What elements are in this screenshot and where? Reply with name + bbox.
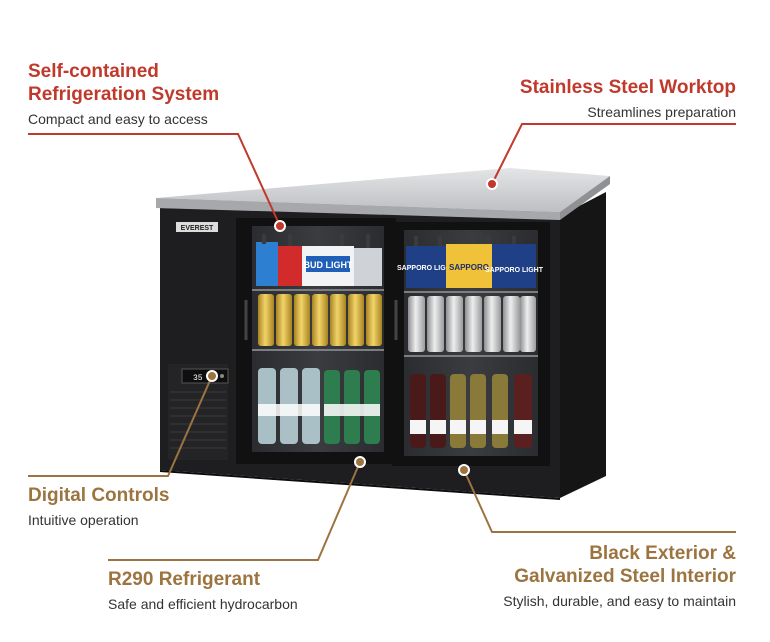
callout-worktop-title: Stainless Steel Worktop [519,77,736,98]
callout-exterior-subtitle: Stylish, durable, and easy to maintain [503,593,736,609]
callout-worktop-subtitle: Streamlines preparation [587,104,736,120]
callout-worktop: Stainless Steel Worktop Streamlines prep… [520,76,736,121]
dot-exterior [458,464,470,476]
box-label-sapporo: SAPPORO [449,263,489,272]
callout-controls: Digital Controls Intuitive operation [28,484,169,529]
wine-bottles-right [410,374,532,448]
callout-exterior: Black Exterior & Galvanized Steel Interi… [503,542,736,610]
callout-refrigeration-title-2: Refrigeration System [28,84,220,105]
brand-badge [176,222,218,232]
callout-refrigeration: Self-contained Refrigeration System Comp… [28,60,219,128]
water-bottles-left [258,368,380,444]
dot-controls [206,370,218,382]
dot-worktop [486,178,498,190]
callout-exterior-title-2: Galvanized Steel Interior [514,566,736,587]
cans-right [408,296,536,352]
box-label-bud: BUD LIGHT [304,260,353,270]
callout-refrigerant-title: R290 Refrigerant [108,569,261,590]
display-readout: 35 [193,374,203,383]
dot-refrigerant [354,456,366,468]
callout-refrigerant-subtitle: Safe and efficient hydrocarbon [108,596,298,612]
brand-text: EVEREST [181,225,214,232]
callout-refrigeration-subtitle: Compact and easy to access [28,111,208,127]
callout-controls-title: Digital Controls [28,485,170,506]
callout-refrigerant: R290 Refrigerant Safe and efficient hydr… [108,568,298,613]
callout-refrigeration-title-1: Self-contained [28,61,159,82]
box-label-sapporo-light-2: SAPPORO LIGHT [485,267,544,274]
callout-exterior-title-1: Black Exterior & [589,543,736,564]
cans-left [258,294,382,346]
dot-refrigeration [274,220,286,232]
leader-lines [28,123,736,561]
beer-boxes-left: BUD LIGHT [256,234,382,286]
beer-boxes-right: SAPPORO LIGHT SAPPORO SAPPORO LIGHT [397,236,544,288]
box-label-sapporo-light-1: SAPPORO LIGHT [397,265,456,272]
callout-controls-subtitle: Intuitive operation [28,512,139,528]
